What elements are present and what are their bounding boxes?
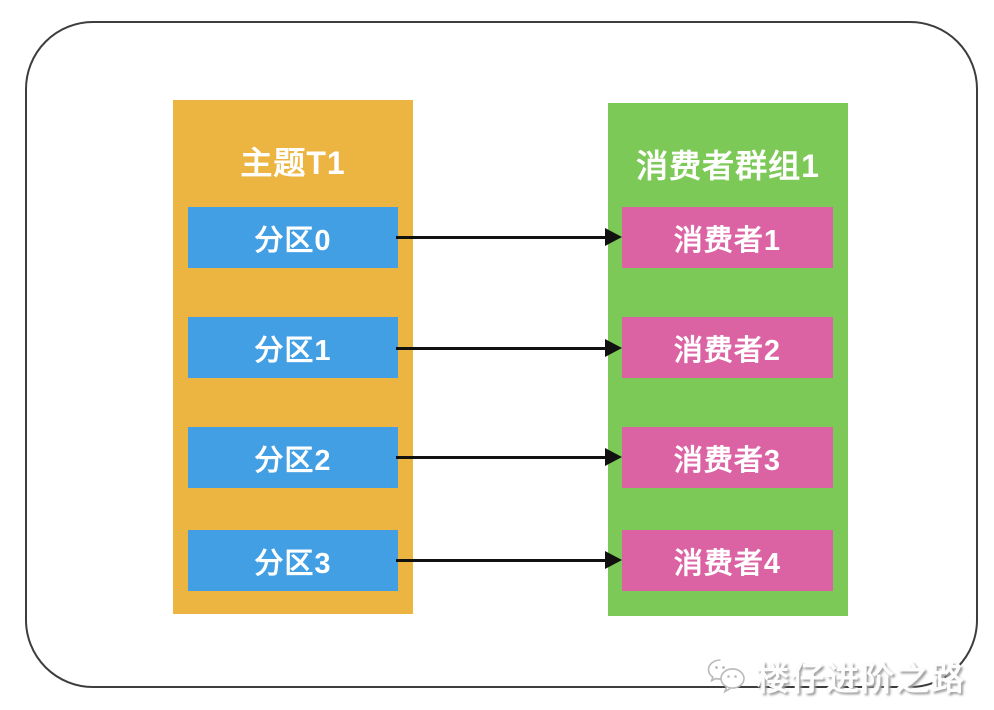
partition-box-2: 分区2 [188,427,398,488]
partition-box-3: 分区3 [188,530,398,591]
consumer-group-container: 消费者群组1 消费者1 消费者2 消费者3 消费者4 [608,103,848,616]
consumer-group-title: 消费者群组1 [636,148,820,184]
watermark-text: 楼仔进阶之路 [756,660,966,697]
consumer-box-3: 消费者3 [622,427,833,488]
topic-title: 主题T1 [240,145,346,181]
outer-rounded-frame [25,21,978,688]
consumer-box-1: 消费者1 [622,207,833,268]
topic-container: 主题T1 分区0 分区1 分区2 分区3 [173,100,413,614]
consumer-box-4: 消费者4 [622,530,833,591]
consumer-box-2: 消费者2 [622,317,833,378]
partition-box-1: 分区1 [188,317,398,378]
partition-box-0: 分区0 [188,207,398,268]
watermark: 楼仔进阶之路 [706,652,966,700]
wechat-icon [706,657,748,695]
